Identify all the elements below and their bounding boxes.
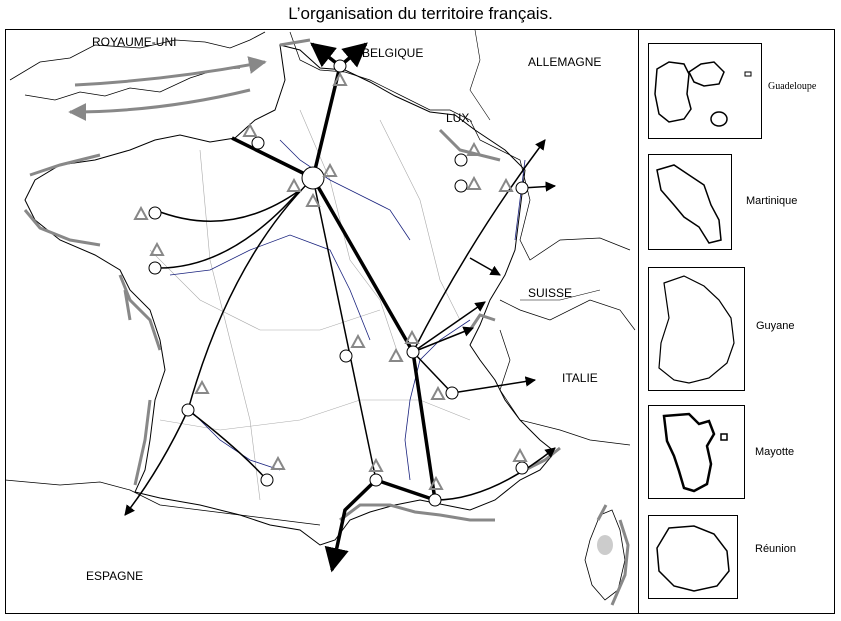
corsica-relief	[597, 535, 613, 555]
city-nantes	[148, 261, 162, 275]
neighbour-borders	[4, 31, 636, 526]
river-seine	[279, 139, 411, 241]
city-strasbourg	[515, 181, 529, 195]
river-rhine	[514, 159, 526, 241]
inset-guyane	[648, 267, 745, 391]
inset-label-guadeloupe: Guadeloupe	[768, 81, 817, 92]
inset-label-guyane: Guyane	[756, 320, 795, 332]
city-montpellier	[369, 473, 383, 487]
city-rouen	[251, 136, 265, 150]
inset-label-mayotte: Mayotte	[755, 446, 795, 458]
border-interface-east	[438, 128, 501, 331]
france-outline	[24, 44, 556, 546]
city-lyon	[406, 345, 420, 359]
label-switzerland: SUISSE	[528, 286, 572, 300]
channel-flow-east	[74, 56, 267, 87]
region-borders	[149, 109, 471, 501]
inset-reunion	[648, 515, 738, 599]
inset-mayotte	[648, 405, 745, 499]
inset-martinique	[648, 154, 732, 250]
city-bordeaux	[181, 403, 195, 417]
inset-label-martinique: Martinique	[746, 195, 798, 207]
channel-flow-west	[68, 88, 251, 121]
label-belgium: BELGIQUE	[362, 46, 423, 60]
corsica	[584, 509, 626, 601]
city-toulouse	[260, 473, 274, 487]
river-loire	[169, 234, 371, 341]
city-nice	[515, 461, 529, 475]
technopoles	[133, 71, 528, 490]
river-garonne	[189, 409, 281, 471]
city-clermont	[339, 349, 353, 363]
city-metz	[454, 153, 468, 167]
label-italy: ITALIE	[562, 371, 598, 385]
label-germany: ALLEMAGNE	[528, 55, 601, 69]
germany-border	[469, 29, 601, 301]
river-rhone	[404, 319, 471, 481]
label-lux: LUX.	[446, 111, 473, 125]
secondary-axes	[124, 139, 557, 516]
inset-label-reunion: Réunion	[755, 543, 796, 555]
city-paris	[301, 166, 325, 190]
coast-interface-west	[23, 153, 162, 486]
cities	[148, 59, 529, 507]
label-uk: ROYAUME-UNI	[92, 35, 176, 49]
north-border-flow	[279, 38, 311, 47]
map-frame	[5, 29, 835, 614]
major-axes	[231, 42, 437, 573]
city-marseille	[428, 493, 442, 507]
map-title: L’organisation du territoire français.	[288, 4, 553, 23]
city-rennes	[148, 206, 162, 220]
corsica-interface	[596, 504, 630, 606]
label-spain: ESPAGNE	[86, 569, 143, 583]
inset-divider	[638, 29, 639, 614]
city-grenoble	[445, 386, 459, 400]
inset-guadeloupe	[648, 43, 762, 139]
city-nancy	[454, 179, 468, 193]
city-lille	[333, 59, 347, 73]
